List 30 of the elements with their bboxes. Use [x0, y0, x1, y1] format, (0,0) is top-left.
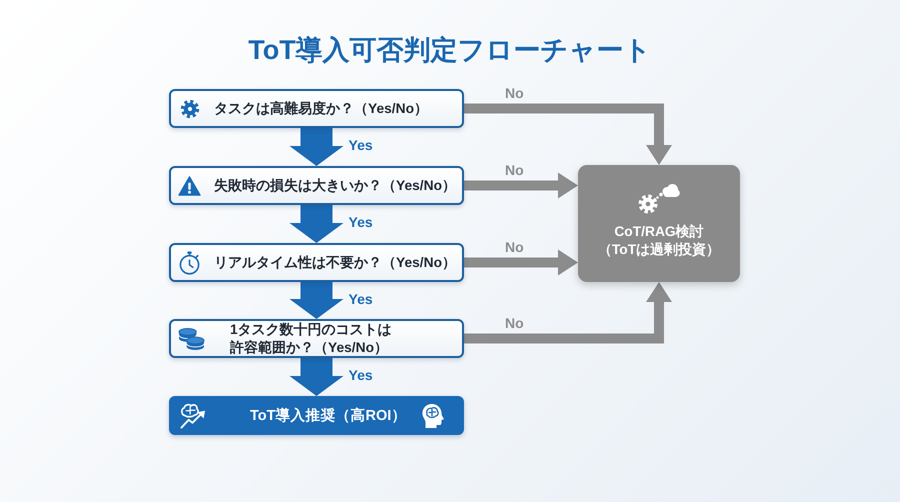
title: ToT導入可否判定フローチャート	[248, 34, 652, 67]
edge-label: No	[505, 84, 524, 100]
edge-label: Yes	[348, 137, 373, 153]
edge-label: Yes	[348, 214, 373, 230]
arrow	[464, 104, 672, 165]
result-box	[578, 165, 740, 282]
arrow	[290, 282, 344, 319]
arrow	[290, 128, 344, 166]
edge-label: No	[505, 162, 524, 178]
arrow	[290, 358, 344, 396]
arrow	[464, 282, 672, 344]
question-text: 失敗時の損失は大きいか？（Yes/No）	[214, 176, 456, 194]
question-text: 1タスク数十円のコストは許容範囲か？（Yes/No）	[230, 320, 393, 356]
decision-box	[169, 319, 464, 358]
decision-box	[169, 166, 464, 205]
edge-label: No	[505, 314, 524, 330]
result-text: ToT導入推奨（高ROI）	[250, 406, 406, 424]
decision-box	[169, 89, 464, 128]
edge-label: Yes	[348, 290, 373, 306]
note-text: （ToTは過剰投資）	[598, 241, 720, 259]
edge-label: Yes	[348, 367, 373, 383]
decision-box	[169, 243, 464, 282]
arrow	[464, 172, 578, 198]
result-text: CoT/RAG検討	[614, 223, 704, 241]
question-text: リアルタイム性は不要か？（Yes/No）	[214, 254, 456, 272]
arrow	[290, 205, 344, 243]
result-box	[169, 396, 464, 435]
edge-label: No	[505, 238, 524, 254]
question-text: タスクは高難易度か？（Yes/No）	[214, 100, 428, 118]
arrow	[464, 250, 578, 276]
